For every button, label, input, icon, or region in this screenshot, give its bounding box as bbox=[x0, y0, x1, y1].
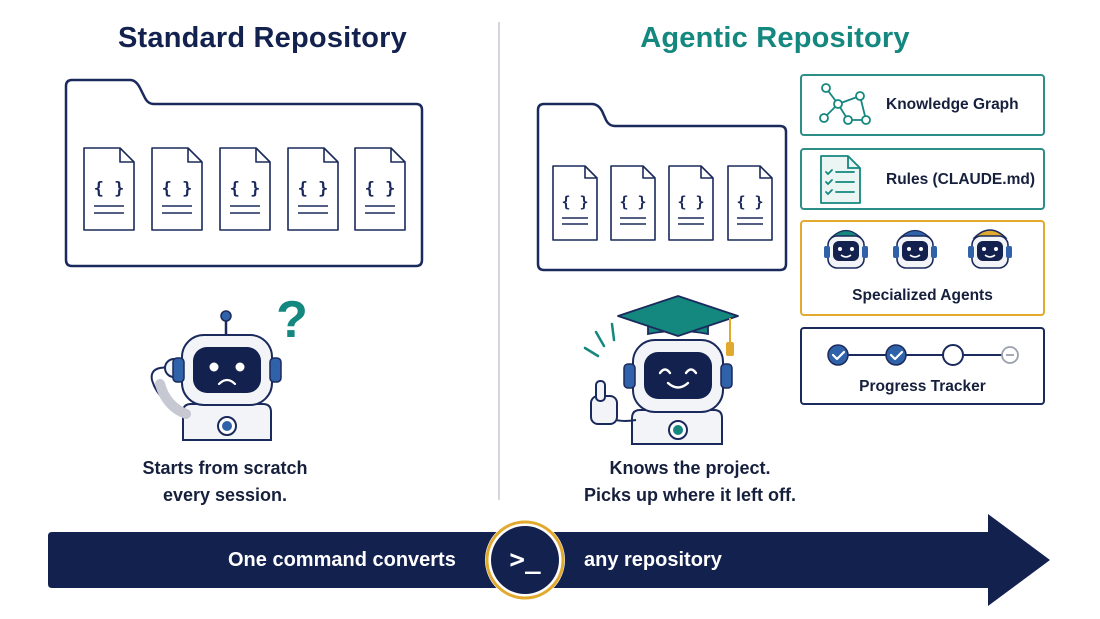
rules-card: Rules (CLAUDE.md) bbox=[800, 148, 1045, 210]
banner-left-text: One command converts bbox=[228, 549, 456, 571]
rules-label: Rules (CLAUDE.md) bbox=[886, 171, 1035, 188]
banner-right-text: any repository bbox=[584, 549, 722, 571]
code-file-glyph: { } bbox=[298, 179, 329, 199]
code-file-glyph: { } bbox=[162, 179, 193, 199]
center-divider bbox=[498, 22, 500, 500]
agentic-caption-line-2: Picks up where it left off. bbox=[583, 485, 797, 505]
agentic-caption-line-1: Knows the project. bbox=[609, 458, 771, 478]
progress-tracker-card: Progress Tracker bbox=[800, 327, 1045, 405]
code-file-glyph: { } bbox=[94, 179, 125, 199]
confused-robot-icon bbox=[150, 310, 282, 441]
graduate-robot-icon bbox=[583, 295, 739, 445]
code-file-glyph: { } bbox=[561, 193, 588, 211]
knowledge-graph-label: Knowledge Graph bbox=[886, 96, 1019, 113]
code-file-glyph: { } bbox=[230, 179, 261, 199]
progress-tracker-label: Progress Tracker bbox=[859, 378, 986, 395]
agentic-caption: Knows the project. Picks up where it lef… bbox=[545, 455, 835, 509]
code-file-glyph: { } bbox=[677, 193, 704, 211]
code-file-glyph: { } bbox=[619, 193, 646, 211]
question-mark-icon: ? bbox=[276, 291, 308, 349]
agentic-repository-title: Agentic Repository bbox=[640, 22, 910, 54]
standard-caption-line-2: every session. bbox=[162, 485, 288, 505]
terminal-prompt-symbol: >_ bbox=[509, 545, 541, 575]
terminal-prompt-icon bbox=[485, 520, 565, 600]
knowledge-graph-card: Knowledge Graph bbox=[800, 74, 1045, 136]
standard-repository-title: Standard Repository bbox=[117, 22, 407, 54]
specialized-agents-label: Specialized Agents bbox=[852, 287, 993, 304]
agentic-folder-icon bbox=[536, 102, 788, 272]
standard-caption-line-1: Starts from scratch bbox=[142, 458, 308, 478]
code-file-glyph: { } bbox=[736, 193, 763, 211]
standard-caption: Starts from scratch every session. bbox=[95, 455, 355, 509]
specialized-agents-card: Specialized Agents bbox=[800, 220, 1045, 316]
code-file-glyph: { } bbox=[365, 179, 396, 199]
